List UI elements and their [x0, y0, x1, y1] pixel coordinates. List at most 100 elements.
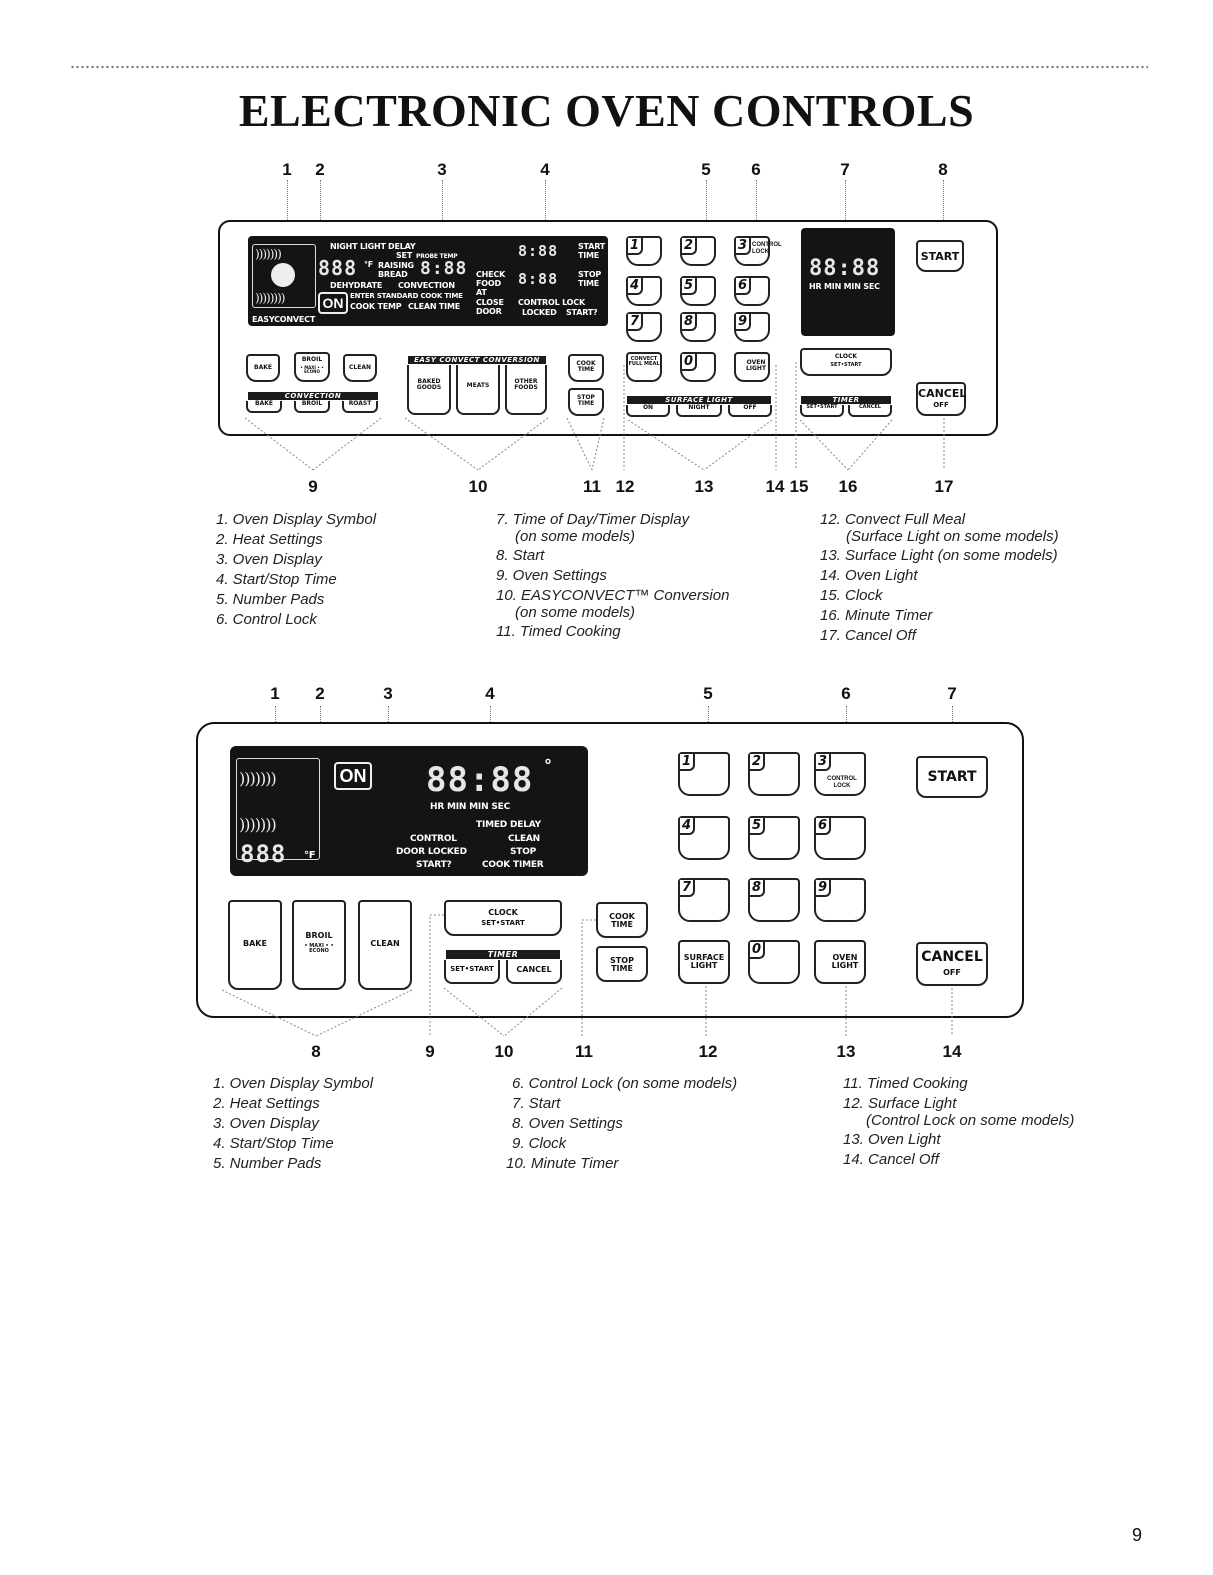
- number-key-6[interactable]: 6: [814, 816, 866, 860]
- legend-item: 12. Convect Full Meal: [820, 511, 966, 528]
- timer-cancel-button[interactable]: CANCEL: [506, 960, 562, 984]
- clean-button[interactable]: CLEAN: [343, 354, 377, 382]
- convect-full-meal-button[interactable]: CONVECT FULL MEAL: [626, 352, 662, 382]
- oven-display: ))))))) )))))))) EASYCONVECT NIGHT LIGHT…: [248, 236, 608, 326]
- callout-14: 14: [942, 1042, 962, 1061]
- header-dotted-rule: [70, 64, 1148, 70]
- broil-button[interactable]: BROIL• MAXI • • ECONO: [294, 352, 330, 382]
- fan-icon: [271, 263, 295, 287]
- start-question-label: START?: [566, 308, 598, 317]
- number-key-7[interactable]: 7: [678, 878, 730, 922]
- number-key-4[interactable]: 4: [678, 816, 730, 860]
- callout-12: 12: [698, 1042, 718, 1061]
- number-key-2[interactable]: 2: [748, 752, 800, 796]
- stop-time-digits: 8:88: [518, 270, 559, 288]
- number-key-0[interactable]: 0: [680, 352, 716, 382]
- start-button[interactable]: START: [916, 756, 988, 798]
- clean-button[interactable]: CLEAN: [358, 900, 412, 990]
- timer-set-start-button[interactable]: SET•START: [800, 404, 844, 417]
- cook-time-button[interactable]: COOK TIME: [596, 902, 648, 938]
- convection-roast-button[interactable]: ROAST: [342, 400, 378, 413]
- convection-bake-button[interactable]: BAKE: [246, 400, 282, 413]
- stop-time-button[interactable]: STOP TIME: [568, 388, 604, 416]
- number-key-1[interactable]: 1: [626, 236, 662, 266]
- degree-f: °F: [304, 850, 316, 861]
- number-key-9[interactable]: 9: [814, 878, 866, 922]
- number-key-7[interactable]: 7: [626, 312, 662, 342]
- on-indicator: ON: [334, 762, 372, 790]
- oven-display-symbol: ))))))) ))))))): [236, 758, 320, 860]
- heat-setting: COOK TEMP: [350, 302, 402, 311]
- callout-5: 5: [701, 160, 711, 179]
- number-key-1[interactable]: 1: [678, 752, 730, 796]
- easyconvect-conversion-bar: EASY CONVECT CONVERSION: [408, 356, 546, 364]
- degree-symbol: °: [544, 756, 552, 775]
- surface-light-night-button[interactable]: NIGHT: [676, 404, 722, 417]
- heat-setting: ENTER STANDARD COOK TIME: [350, 292, 463, 300]
- surface-light-on-button[interactable]: ON: [626, 404, 670, 417]
- stop-time-button[interactable]: STOP TIME: [596, 946, 648, 982]
- oven-display-symbol: ))))))) )))))))): [252, 244, 316, 308]
- number-key-4[interactable]: 4: [626, 276, 662, 306]
- callout-9: 9: [308, 477, 318, 496]
- legend-item: 14. Oven Light: [820, 567, 918, 584]
- leader-line: [442, 180, 443, 240]
- oven-light-button[interactable]: OVEN LIGHT: [814, 940, 866, 984]
- number-key-9[interactable]: 9: [734, 312, 770, 342]
- callout-10: 10: [468, 477, 488, 496]
- oven-display-digits: 88:88: [426, 760, 534, 800]
- number-key-6[interactable]: 6: [734, 276, 770, 306]
- number-key-5[interactable]: 5: [748, 816, 800, 860]
- start-button[interactable]: START: [916, 240, 964, 272]
- legend-item: 17. Cancel Off: [820, 627, 916, 644]
- callout-9: 9: [425, 1042, 435, 1061]
- page-title: ELECTRONIC OVEN CONTROLS: [238, 85, 975, 136]
- callout-1: 1: [270, 684, 280, 703]
- timer-set-start-button[interactable]: SET•START: [444, 960, 500, 984]
- other-foods-button[interactable]: OTHER FOODS: [505, 365, 547, 415]
- callout-6: 6: [751, 160, 761, 179]
- legend-item: (Surface Light on some models): [846, 528, 1059, 545]
- convection-broil-button[interactable]: BROIL: [294, 400, 330, 413]
- legend-item: 4. Start/Stop Time: [216, 571, 337, 588]
- bake-button[interactable]: BAKE: [246, 354, 280, 382]
- easyconvect-label: EASYCONVECT: [252, 315, 316, 324]
- cook-timer-label: COOK TIMER: [482, 860, 544, 870]
- oven-light-button[interactable]: OVEN LIGHT: [734, 352, 770, 382]
- callout-2: 2: [315, 684, 325, 703]
- callout-2: 2: [315, 160, 325, 179]
- surface-light-off-button[interactable]: OFF: [728, 404, 772, 417]
- number-key-8[interactable]: 8: [680, 312, 716, 342]
- number-key-0[interactable]: 0: [748, 940, 800, 984]
- legend-item: 3. Oven Display: [213, 1115, 319, 1132]
- number-key-2[interactable]: 2: [680, 236, 716, 266]
- baked-goods-button[interactable]: BAKED GOODS: [407, 365, 451, 415]
- broil-button[interactable]: BROIL• MAXI • • ECONO: [292, 900, 346, 990]
- meats-button[interactable]: MEATS: [456, 365, 500, 415]
- callout-7: 7: [840, 160, 850, 179]
- callout-13: 13: [694, 477, 714, 496]
- timer-cancel-button[interactable]: CANCEL: [848, 404, 892, 417]
- heat-setting: CONVECTION: [398, 281, 455, 290]
- legend-item: 11. Timed Cooking: [843, 1075, 968, 1092]
- number-key-5[interactable]: 5: [680, 276, 716, 306]
- legend-item: (Control Lock on some models): [866, 1112, 1075, 1129]
- callout-14: 14: [765, 477, 785, 496]
- bake-button[interactable]: BAKE: [228, 900, 282, 990]
- callout-8: 8: [311, 1042, 321, 1061]
- heat-setting: DELAY: [388, 242, 416, 251]
- cook-time-button[interactable]: COOK TIME: [568, 354, 604, 382]
- heat-setting: RAISING: [378, 261, 414, 270]
- control-lock-text: CONTROL LOCK: [752, 242, 782, 255]
- callout-6: 6: [841, 684, 851, 703]
- legend-item: 8. Start: [496, 547, 545, 564]
- surface-light-button[interactable]: SURFACE LIGHT: [678, 940, 730, 984]
- legend-item: 9. Clock: [512, 1135, 567, 1152]
- number-key-8[interactable]: 8: [748, 878, 800, 922]
